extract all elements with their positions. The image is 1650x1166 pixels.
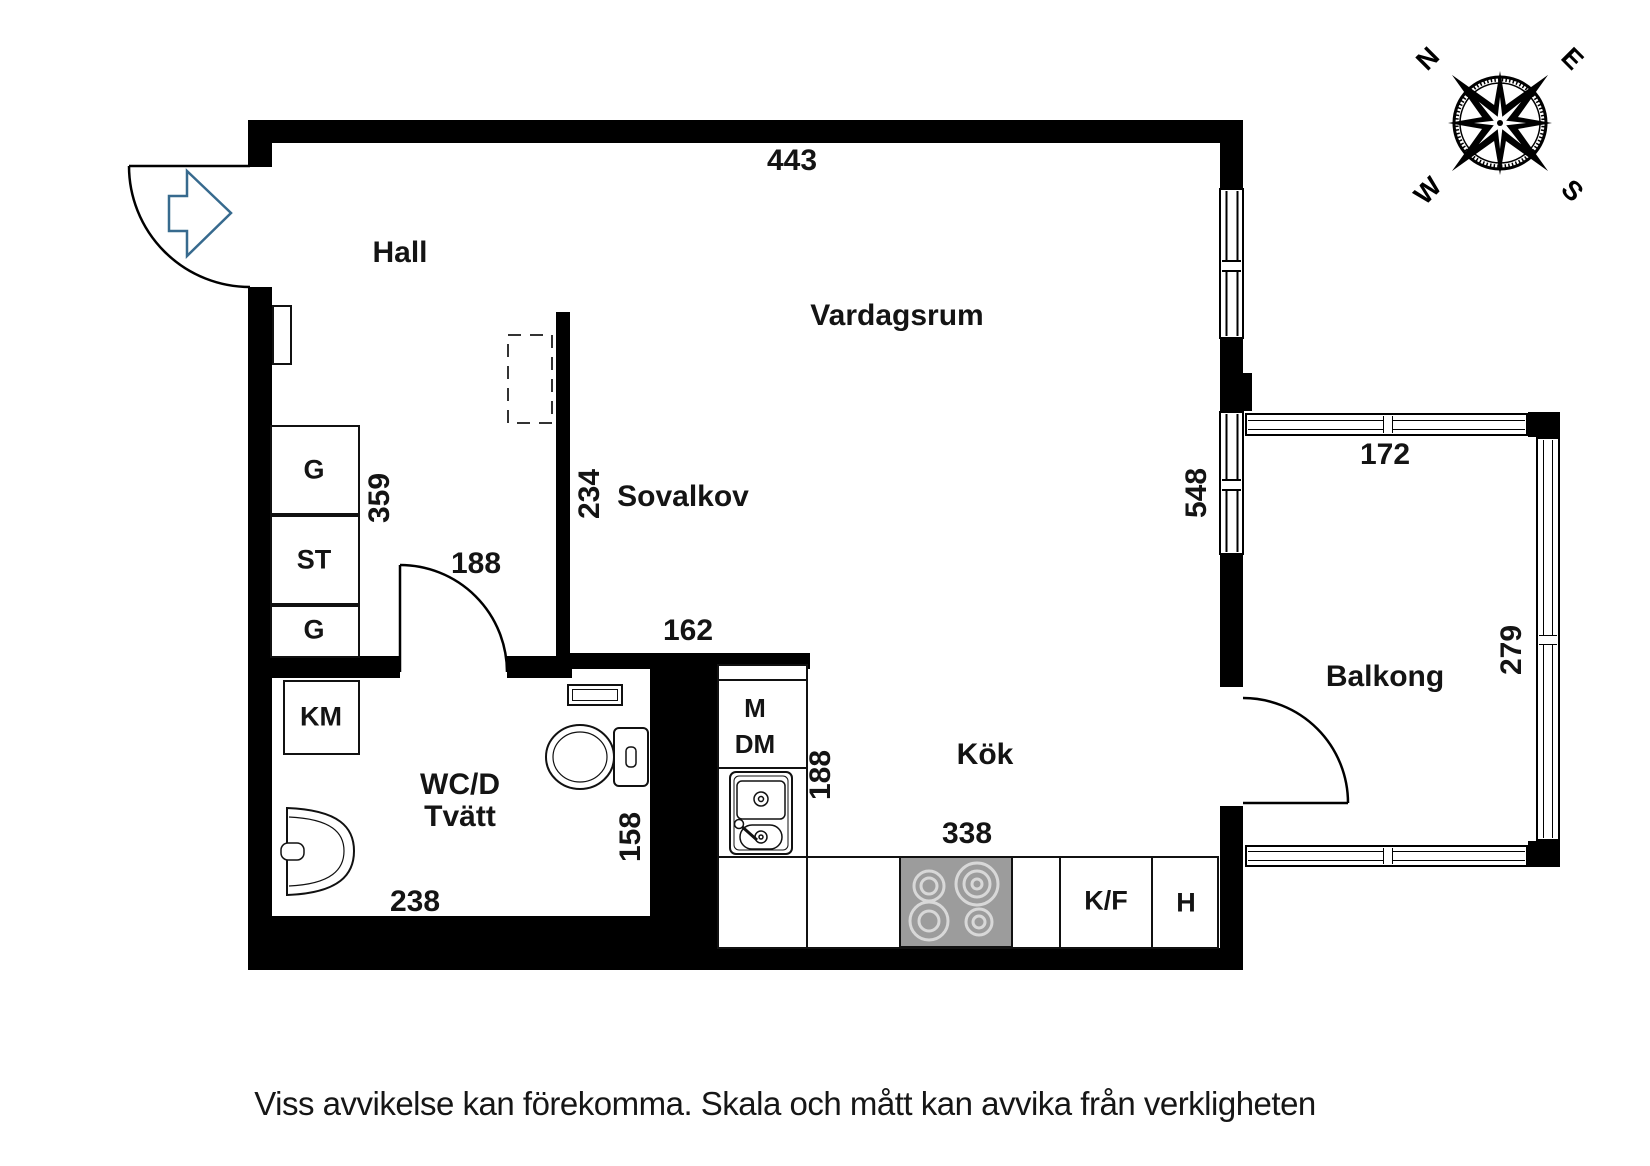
entrance-arrow-icon (167, 168, 233, 259)
closet-label-g-top: G (303, 454, 325, 485)
dim-kitchen-opening: 162 (662, 614, 714, 647)
entrance-door-arc (127, 164, 251, 289)
appliance-label-m: M (744, 693, 766, 723)
dim-sovalkov: 234 (573, 468, 606, 520)
balcony-railing-bottom (1245, 845, 1528, 867)
wc-shelf (567, 684, 623, 706)
window-mullion (1222, 259, 1241, 272)
closet-label-g-bottom: G (303, 614, 325, 645)
railing-post (1382, 416, 1393, 433)
balcony-post-top-right (1528, 412, 1560, 437)
wall-bottom (248, 948, 1243, 970)
compass-w-label: W (1408, 171, 1448, 211)
wall-right-3 (1220, 553, 1243, 687)
dim-balcony-width: 172 (1359, 438, 1411, 471)
closet-label-st: ST (296, 544, 332, 575)
wall-sovalkov (556, 312, 570, 658)
room-label-wc-line2: Tvätt (424, 800, 496, 833)
wall-wc-kitchen-divider (650, 653, 718, 948)
wc-shelf-inner (572, 689, 618, 701)
railing-post (1382, 848, 1393, 864)
disclaimer-text: Viss avvikelse kan förekomma. Skala och … (254, 1085, 1316, 1122)
compass-s-label: S (1555, 174, 1589, 208)
wall-wc-floor-slab (272, 916, 650, 948)
balcony-post-top-left (1220, 373, 1252, 411)
wc-door-arc (398, 563, 509, 673)
room-label-balkong: Balkong (1325, 660, 1445, 693)
window-living-1 (1219, 188, 1244, 339)
compass-e-label: E (1555, 42, 1589, 76)
window-living-2 (1219, 411, 1244, 555)
toilet-icon (545, 724, 649, 790)
dim-wc-side: 158 (614, 811, 647, 863)
wall-wc-top-right (507, 656, 572, 678)
closet-g-bottom (270, 605, 360, 658)
wall-left-entry-stub (248, 143, 272, 167)
wall-right-4 (1220, 806, 1243, 948)
balcony-door-arc (1242, 696, 1350, 805)
dim-top-wall: 443 (766, 144, 818, 177)
room-label-vardagsrum: Vardagsrum (810, 299, 984, 332)
balcony-post-bottom-right (1528, 841, 1560, 867)
appliance-label-kf: K/F (1084, 885, 1128, 916)
dim-kitchen-run: 338 (941, 817, 993, 850)
appliance-label-dm: DM (734, 729, 776, 759)
compass-rose-icon: N E W S (1408, 41, 1589, 211)
wall-right-1 (1220, 143, 1243, 190)
room-label-hall: Hall (372, 236, 428, 269)
appliance-label-h: H (1176, 887, 1196, 918)
room-label-kok: Kök (956, 738, 1014, 771)
closet-g-top (270, 425, 360, 515)
hall-wardrobe-dashed (507, 334, 553, 424)
dim-kitchen-side: 188 (804, 749, 837, 801)
compass-n-label: N (1410, 41, 1445, 76)
washer-km-box (283, 680, 360, 755)
kitchen-sink-icon (729, 771, 793, 855)
dim-hall-closets: 359 (363, 472, 396, 524)
wall-wc-top-left (272, 656, 400, 678)
window-mullion (1222, 479, 1241, 491)
balcony-railing-top (1245, 413, 1528, 436)
wall-left (248, 287, 272, 948)
dim-wc-width: 238 (389, 885, 441, 918)
wall-top (248, 120, 1243, 143)
room-label-wc-line1: WC/D (420, 768, 500, 801)
dim-living-side: 548 (1180, 467, 1213, 519)
appliance-label-km: KM (300, 701, 342, 732)
room-label-sovalkov: Sovalkov (617, 480, 749, 513)
dim-hall-width: 188 (450, 547, 502, 580)
railing-post (1539, 635, 1557, 645)
washbasin-icon (280, 806, 356, 897)
dim-balcony-side: 279 (1495, 624, 1528, 676)
stove-icon (899, 856, 1013, 948)
hall-radiator (272, 305, 292, 365)
closet-st (270, 515, 360, 605)
balcony-railing-right (1536, 437, 1560, 841)
